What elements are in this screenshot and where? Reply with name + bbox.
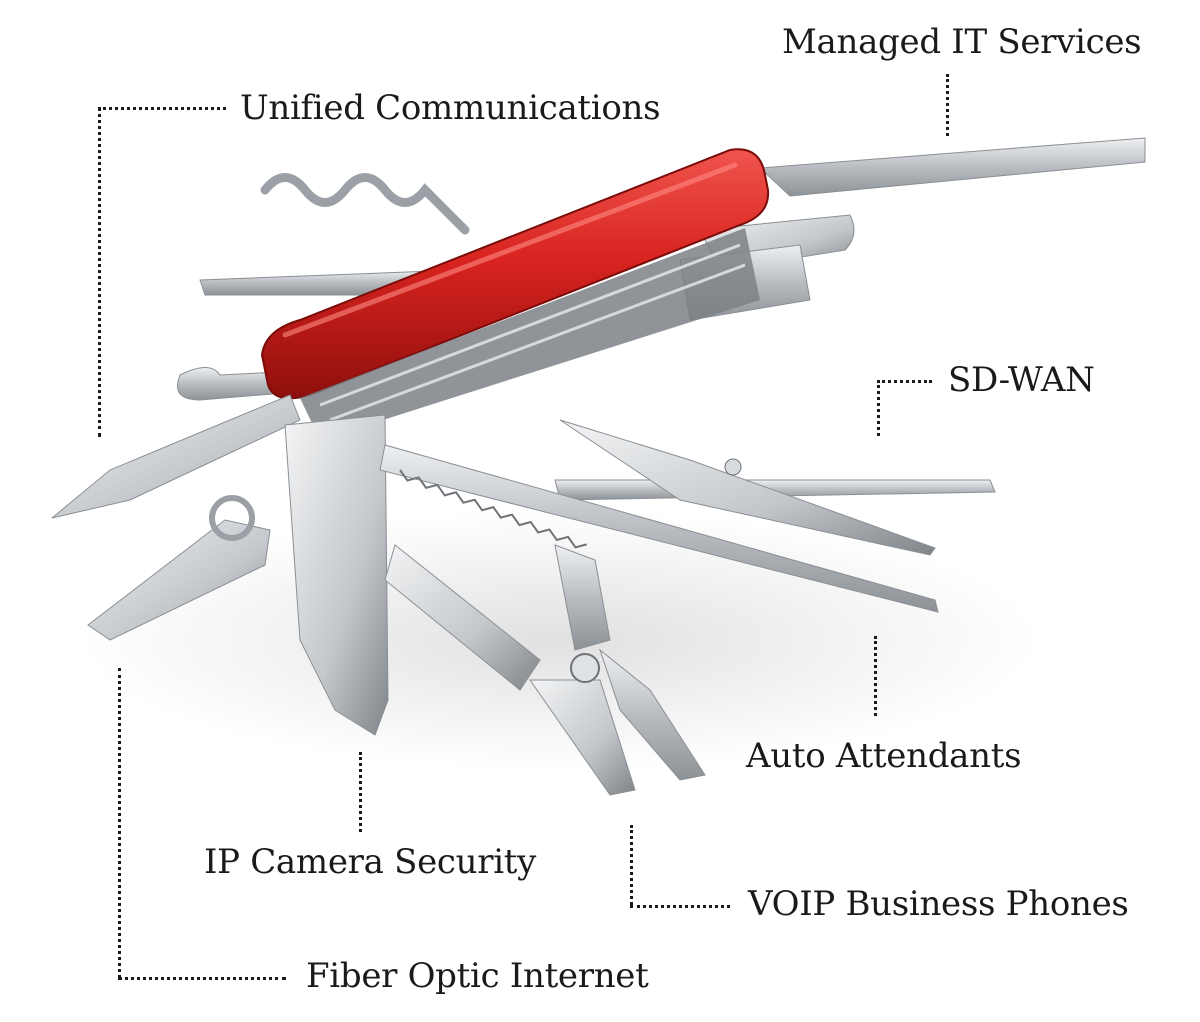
leader-fiber-v	[118, 668, 121, 978]
leader-managed-it	[946, 74, 949, 136]
leader-sdwan-h	[877, 380, 932, 383]
main-blade	[51, 394, 301, 519]
leader-voip-h	[630, 905, 730, 908]
scissors-pivot	[724, 458, 742, 476]
key-ring	[209, 495, 255, 541]
label-managed-it-services: Managed IT Services	[782, 22, 1142, 62]
leader-auto-attendants	[874, 636, 877, 716]
scissors-lower	[559, 419, 936, 556]
leader-unified-v	[98, 107, 101, 437]
leader-fiber-h	[118, 977, 286, 980]
label-auto-attendants: Auto Attendants	[746, 736, 1022, 776]
leader-sdwan-v	[877, 380, 880, 436]
pliers-left-arm	[384, 544, 541, 691]
lower-left-tool	[87, 519, 271, 641]
long-blade	[758, 137, 1146, 197]
leader-voip-v	[630, 825, 633, 905]
pliers-pivot	[570, 653, 600, 683]
pliers-right-arm	[554, 544, 611, 651]
label-voip-business-phones: VOIP Business Phones	[748, 884, 1129, 924]
label-sd-wan: SD-WAN	[948, 360, 1095, 400]
leader-unified-h	[98, 107, 226, 110]
label-unified-communications: Unified Communications	[240, 88, 661, 128]
saw-teeth	[399, 469, 587, 549]
label-ip-camera-security: IP Camera Security	[204, 842, 537, 882]
corkscrew	[260, 173, 470, 235]
saw-blade	[379, 444, 939, 613]
label-fiber-optic-internet: Fiber Optic Internet	[306, 956, 649, 996]
pliers-jaw-2	[598, 648, 706, 781]
leader-ip-camera	[359, 752, 362, 832]
file-blade	[284, 414, 389, 736]
